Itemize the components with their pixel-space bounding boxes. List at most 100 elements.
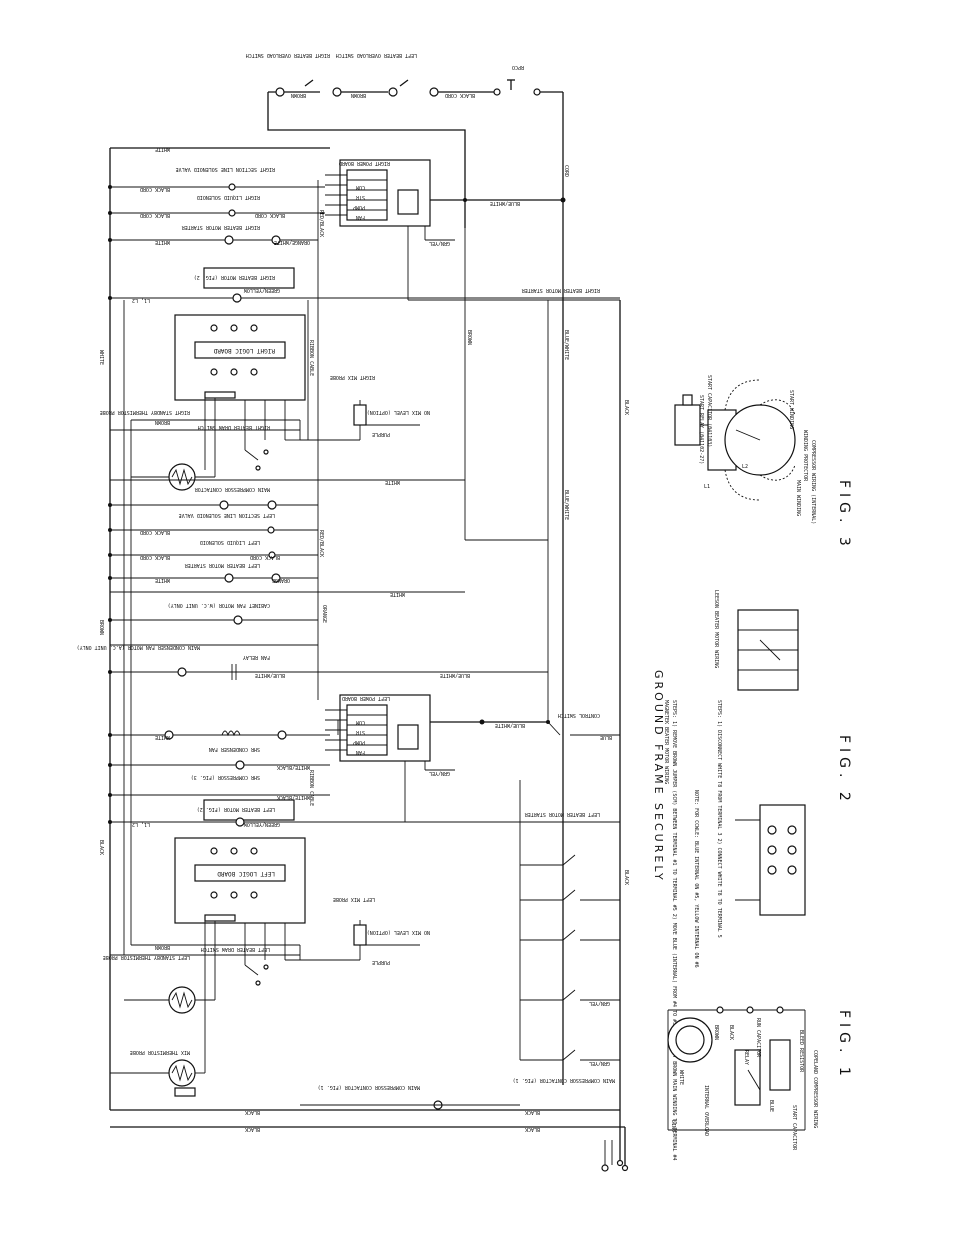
orange-vert: ORANGE: [321, 605, 327, 623]
right-white-rung: WHITE: [155, 239, 170, 245]
lpb-blue-white: BLUE/WHITE: [495, 722, 525, 728]
red-black-vert-2: RED/BLACK: [318, 530, 324, 557]
fig1-blue: BLUE: [768, 1100, 774, 1112]
fig3-l2: L2: [742, 464, 748, 470]
rpco-label: RPCO: [512, 64, 524, 70]
right-draw-switch: RIGHT BEATER DRAW SWITCH: [198, 424, 270, 430]
blue-white-672: BLUE/WHITE: [255, 672, 285, 678]
rpb-blue-white: BLUE/WHITE: [490, 200, 520, 206]
rpb-fan: FAN: [356, 214, 365, 220]
fig3-main-winding: MAIN WINDING: [795, 480, 801, 516]
fig1-relay: RELAY: [743, 1050, 749, 1065]
fig2-leeson-steps: STEPS: 1) DISCONNECT WHITE T8 FROM TERMI…: [716, 700, 722, 938]
fig1-internal-overload: INTERNAL OVERLOAD: [703, 1085, 709, 1136]
left-beater-motor-label: LEFT BEATER MOTOR (FIG. 2): [197, 806, 275, 812]
lpb-com: COM: [356, 719, 365, 725]
fig1-title: FIG. 1: [836, 1010, 852, 1081]
black-bottom-2: BLACK: [525, 1109, 540, 1115]
left-l1-l2: L1, L2: [132, 821, 150, 827]
white-592-label: WHITE: [390, 591, 405, 597]
right-orange-white: ORANGE/WHITE: [274, 239, 310, 245]
right-logic-board: [110, 314, 420, 470]
right-power-board: [325, 159, 566, 241]
fig3-start-relay: START RELAY (041102-27): [698, 395, 704, 464]
left-draw-switch: LEFT BEATER DRAW SWITCH: [201, 946, 270, 952]
control-switch-label: CONTROL SWITCH: [558, 712, 600, 718]
red-black-vert: RED/BLACK: [318, 210, 324, 237]
left-motor-starter-tag: LEFT BEATER MOTOR STARTER: [524, 811, 600, 817]
black-bottom-3: BLACK: [245, 1126, 260, 1132]
fig1-white: WHITE: [678, 1070, 684, 1085]
lpb-str: STR: [355, 729, 365, 735]
fig3-start-capacitor: START CAPACITOR (041103): [706, 375, 712, 447]
left-white-label: WHITE: [155, 577, 170, 583]
compressor-contactor-label: MAIN COMPRESSOR CONTACTOR: [194, 486, 270, 492]
right-l1-l2: L1, L2: [132, 297, 150, 303]
fig1-run-capacitor: RUN CAPACITOR: [755, 1018, 761, 1058]
fig3-winding-protector: WINDING PROTECTOR: [802, 430, 808, 482]
blue-white-672b: BLUE/WHITE: [440, 672, 470, 678]
right-logic-board-label: RIGHT LOGIC BOARD: [213, 347, 275, 354]
right-rungs: [108, 183, 620, 303]
left-green-yellow: GREEN/YELLOW: [243, 821, 280, 827]
fig1-bleed-resistor: BLEED RESISTOR: [798, 1030, 804, 1073]
fig1-start-capacitor: START CAPACITOR: [791, 1105, 797, 1151]
fig1-black: BLACK: [728, 1025, 734, 1040]
main-compressor-contactor: [300, 1100, 520, 1110]
condenser-fan-label: MAIN CONDENSER FAN MOTOR (A.C. UNIT ONLY…: [77, 644, 200, 650]
brown-label-2: BROWN: [351, 92, 366, 98]
left-brown-label: BROWN: [155, 944, 170, 950]
right-black-cord-2: BLACK CORD: [140, 212, 170, 218]
fig1-title-small: COPELAND COMPRESSOR WIRING: [812, 1050, 818, 1128]
left-standby-probe-symbol: [124, 964, 269, 1014]
fig1-line: LINE: [670, 1120, 676, 1132]
control-switch-blue: BLUE: [600, 734, 612, 740]
white-vert-label: WHITE: [98, 350, 104, 365]
black-bottom-1: BLACK: [245, 1109, 260, 1115]
main-contactor-tag: MAIN COMPRESSOR CONTACTOR (FIG. 1): [513, 1077, 615, 1083]
left-black-cord-3: BLACK CORD: [250, 554, 280, 560]
ribbon-cable-right: RIBBON CABLE: [308, 340, 314, 376]
right-standby-probe: RIGHT STANDBY THERMISTOR PROBE: [100, 409, 190, 415]
white-black-label-2: WHITE/BLACK: [277, 794, 310, 800]
left-standby-probe: LEFT STANDBY THERMISTOR PROBE: [103, 954, 190, 960]
black-cord-label-top: BLACK CORD: [445, 92, 475, 98]
main-buses: [109, 147, 626, 1165]
fig2-magnetek-title: MAGNETEK BEATER MOTOR WIRING: [663, 700, 669, 784]
grn-yel-right: GRN/YEL: [589, 1000, 610, 1006]
lpb-fan: FAN: [356, 749, 365, 755]
right-line-solenoid: RIGHT SECTION LINE SOLENOID VALVE: [176, 166, 275, 172]
left-orange-label: ORANGE: [272, 577, 290, 583]
main-contactor-label: MAIN COMPRESSOR CONTACTOR (FIG. 1): [318, 1084, 420, 1090]
right-power-board-label: RIGHT POWER BOARD: [339, 160, 390, 166]
right-liquid-solenoid: RIGHT LIQUID SOLENOID: [197, 194, 260, 200]
cabinet-fan-label: CABINET FAN MOTOR (W.C. UNIT ONLY): [168, 602, 270, 608]
left-line-solenoid: LEFT SECTION LINE SOLENOID VALVE: [179, 512, 275, 518]
ground-frame-note: GROUND FRAME SECURELY: [652, 670, 665, 883]
left-no-mix-level: NO MIX LEVEL (OPTION): [367, 929, 430, 935]
middle-rungs: [108, 479, 548, 797]
fig2-title: FIG. 2: [836, 735, 852, 806]
left-liquid-solenoid: LEFT LIQUID SOLENOID: [200, 539, 260, 545]
mix-thermistor-probe-symbol: [110, 995, 206, 1097]
right-black-cord-3: BLACK CORD: [255, 212, 285, 218]
right-green-yellow: GREEN/YELLOW: [243, 287, 280, 293]
rpb-grn-yel: GRN/YEL: [429, 240, 450, 246]
black-right-vert: BLACK: [623, 400, 629, 415]
ribbon-cable-left: RIBBON CABLE: [308, 770, 314, 806]
fan-relay-label: FAN RELAY: [243, 654, 270, 660]
white-mid-label: WHITE: [385, 479, 400, 485]
right-motor-starter-tag: RIGHT BEATER MOTOR STARTER: [521, 287, 600, 293]
blue-white-vert: BLUE/WHITE: [563, 330, 569, 360]
contactor-switches: [519, 780, 620, 1061]
mix-probe-therm-label: MIX THERMISTOR PROBE: [130, 1049, 190, 1055]
fig2-leeson-motor: [737, 609, 799, 691]
brown-vert-label: BROWN: [98, 620, 104, 635]
fig2-magnetek-motor: [735, 804, 806, 916]
fig2-note: NOTE: FOR CCWLE: BLUE INTERNAL ON #5, YE…: [693, 790, 699, 968]
left-mix-probe: LEFT MIX PROBE: [333, 896, 375, 902]
fig3-title: FIG. 3: [836, 480, 852, 551]
black-vert-label: BLACK: [98, 840, 104, 855]
fig2-leeson-title: LEESON BEATER MOTOR WIRING: [713, 590, 719, 668]
